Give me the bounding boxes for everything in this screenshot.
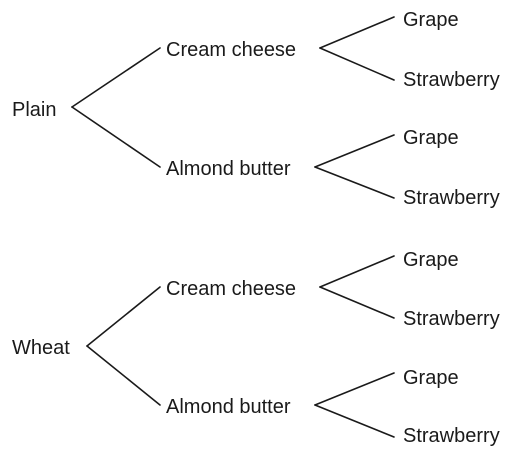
level2-label-plain-cream-cheese: Cream cheese — [166, 39, 296, 61]
level1-label-plain: Plain — [12, 99, 56, 121]
branch-plain-almond-butter-to-grape — [314, 134, 395, 168]
branch-plain-cream-cheese-to-strawberry — [319, 47, 395, 81]
branch-plain-almond-butter-to-strawberry — [314, 166, 395, 199]
level2-label-plain-almond-butter: Almond butter — [166, 158, 291, 180]
leaf-label-plain-almond-butter-strawberry: Strawberry — [403, 187, 500, 209]
branch-wheat-almond-butter-to-grape — [314, 372, 395, 406]
leaf-label-wheat-almond-butter-strawberry: Strawberry — [403, 425, 500, 447]
branch-wheat-cream-cheese-to-grape — [319, 255, 395, 288]
branch-plain-to-cream-cheese — [71, 47, 161, 108]
level2-label-wheat-cream-cheese: Cream cheese — [166, 278, 296, 300]
level1-label-wheat: Wheat — [12, 337, 70, 359]
branch-wheat-to-almond-butter — [86, 345, 161, 406]
branch-plain-to-almond-butter — [71, 106, 161, 168]
leaf-label-plain-almond-butter-grape: Grape — [403, 127, 459, 149]
level2-label-wheat-almond-butter: Almond butter — [166, 396, 291, 418]
branch-wheat-almond-butter-to-strawberry — [314, 404, 395, 438]
branch-wheat-to-cream-cheese — [86, 286, 161, 347]
leaf-label-plain-cream-cheese-grape: Grape — [403, 9, 459, 31]
branch-plain-cream-cheese-to-grape — [319, 16, 395, 49]
leaf-label-wheat-almond-butter-grape: Grape — [403, 367, 459, 389]
leaf-label-wheat-cream-cheese-strawberry: Strawberry — [403, 308, 500, 330]
branch-wheat-cream-cheese-to-strawberry — [319, 286, 395, 319]
leaf-label-plain-cream-cheese-strawberry: Strawberry — [403, 69, 500, 91]
leaf-label-wheat-cream-cheese-grape: Grape — [403, 249, 459, 271]
